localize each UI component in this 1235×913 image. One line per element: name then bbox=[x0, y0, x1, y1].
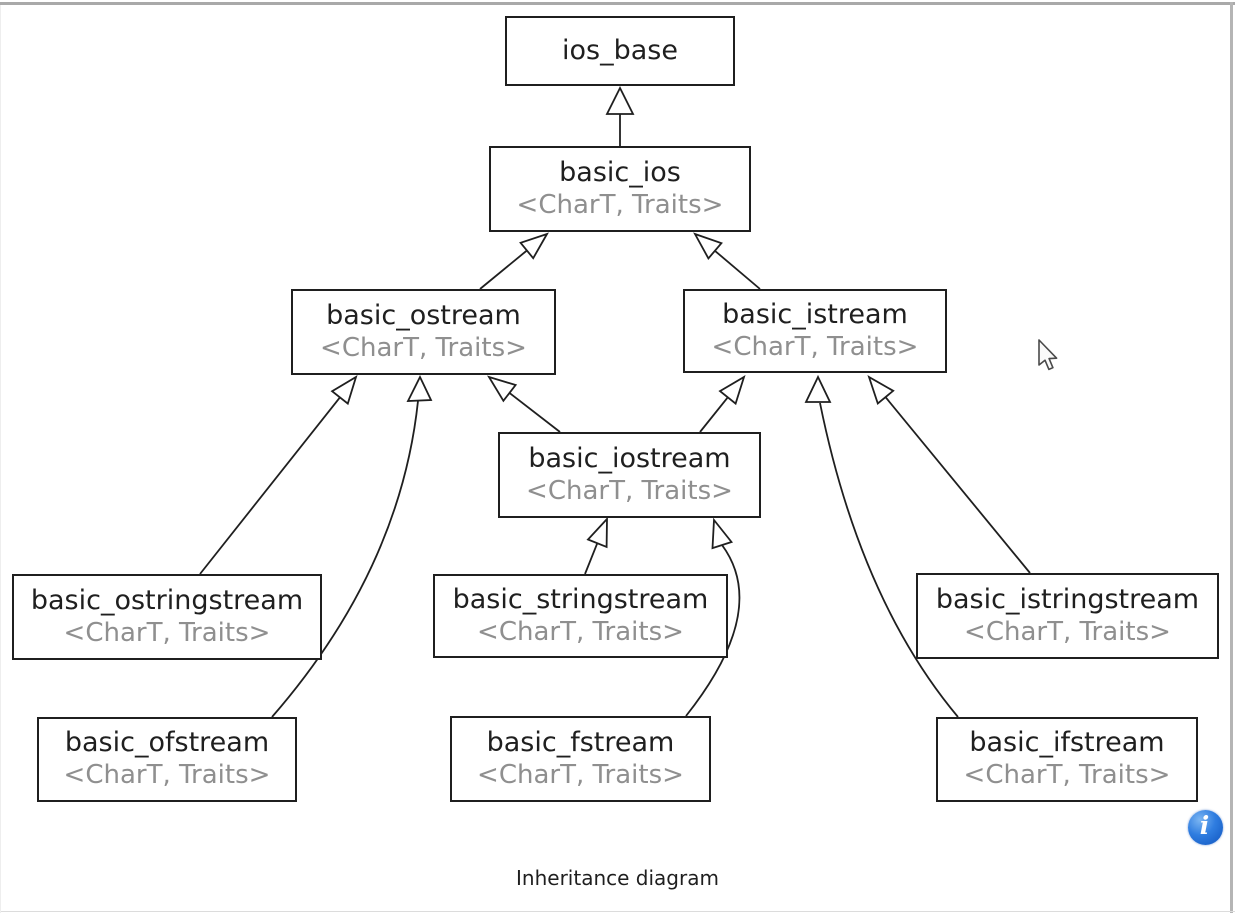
window-top-border bbox=[0, 2, 1235, 5]
template-params: <CharT, Traits> bbox=[711, 331, 919, 362]
inheritance-arrowhead bbox=[487, 375, 518, 403]
class-name: basic_iostream bbox=[528, 442, 731, 474]
class-node-basic_stringstream[interactable]: basic_stringstream <CharT, Traits> bbox=[433, 574, 728, 658]
class-name: basic_istream bbox=[722, 298, 908, 330]
inheritance-arrowhead bbox=[804, 374, 832, 403]
inheritance-arrowhead bbox=[605, 85, 635, 115]
template-params: <CharT, Traits> bbox=[63, 617, 271, 648]
class-node-basic_fstream[interactable]: basic_fstream <CharT, Traits> bbox=[450, 716, 711, 802]
template-params: <CharT, Traits> bbox=[63, 760, 271, 791]
inheritance-arrowhead bbox=[519, 232, 549, 260]
inheritance-arrowhead bbox=[867, 375, 895, 406]
info-icon[interactable]: i bbox=[1188, 810, 1223, 845]
template-params: <CharT, Traits> bbox=[477, 616, 684, 647]
inheritance-arrowhead bbox=[693, 232, 723, 260]
edge-basic_ifstream-to-basic_istream bbox=[819, 402, 959, 718]
inheritance-arrowhead bbox=[586, 516, 608, 549]
template-params: <CharT, Traits> bbox=[320, 332, 527, 363]
class-node-basic_istream[interactable]: basic_istream <CharT, Traits> bbox=[683, 289, 947, 373]
inheritance-arrowhead bbox=[718, 375, 746, 406]
edge-basic_istringstream-to-basic_istream bbox=[884, 396, 1031, 574]
info-icon-glyph: i bbox=[1199, 811, 1210, 840]
edge-basic_iostream-to-basic_ostream bbox=[508, 392, 561, 433]
class-name: basic_ostream bbox=[326, 299, 521, 331]
class-name: basic_istringstream bbox=[935, 583, 1200, 615]
class-name: basic_ios bbox=[559, 156, 681, 188]
edge-basic_iostream-to-basic_istream bbox=[699, 396, 729, 433]
class-name: basic_stringstream bbox=[452, 583, 709, 615]
window-left-border bbox=[0, 5, 1, 913]
class-node-basic_ios[interactable]: basic_ios <CharT, Traits> bbox=[489, 146, 751, 232]
edge-basic_istream-to-basic_ios bbox=[714, 250, 761, 290]
class-node-basic_ofstream[interactable]: basic_ofstream <CharT, Traits> bbox=[37, 717, 297, 802]
class-name: basic_ofstream bbox=[64, 727, 270, 759]
class-node-basic_istringstream[interactable]: basic_istringstream <CharT, Traits> bbox=[916, 573, 1219, 659]
class-name: basic_ostringstream bbox=[30, 584, 304, 616]
template-params: <CharT, Traits> bbox=[477, 759, 684, 790]
class-name: basic_ifstream bbox=[969, 727, 1165, 759]
inheritance-arrowhead bbox=[711, 517, 734, 550]
class-node-basic_iostream[interactable]: basic_iostream <CharT, Traits> bbox=[498, 432, 761, 518]
edge-basic_ofstream-to-basic_ostream bbox=[271, 400, 419, 718]
class-name: ios_base bbox=[562, 34, 678, 66]
window-bottom-border bbox=[0, 911, 1235, 912]
template-params: <CharT, Traits> bbox=[963, 760, 1171, 791]
template-params: <CharT, Traits> bbox=[526, 475, 733, 506]
class-node-basic_ifstream[interactable]: basic_ifstream <CharT, Traits> bbox=[936, 717, 1198, 802]
class-name: basic_fstream bbox=[486, 726, 675, 758]
edge-basic_ostringstream-to-basic_ostream bbox=[199, 396, 341, 575]
template-params: <CharT, Traits> bbox=[964, 616, 1171, 647]
diagram-caption: Inheritance diagram bbox=[516, 866, 719, 890]
inheritance-arrowhead bbox=[330, 375, 358, 406]
window-right-border bbox=[1230, 2, 1233, 913]
class-node-basic_ostream[interactable]: basic_ostream <CharT, Traits> bbox=[291, 289, 556, 375]
class-node-basic_ostringstream[interactable]: basic_ostringstream <CharT, Traits> bbox=[12, 574, 322, 660]
class-node-ios_base[interactable]: ios_base bbox=[505, 16, 735, 86]
edge-basic_stringstream-to-basic_iostream bbox=[584, 542, 599, 575]
inheritance-arrowhead bbox=[406, 374, 433, 402]
edge-basic_ostream-to-basic_ios bbox=[479, 249, 528, 290]
mouse-cursor-icon bbox=[1038, 339, 1058, 371]
template-params: <CharT, Traits> bbox=[516, 189, 724, 220]
